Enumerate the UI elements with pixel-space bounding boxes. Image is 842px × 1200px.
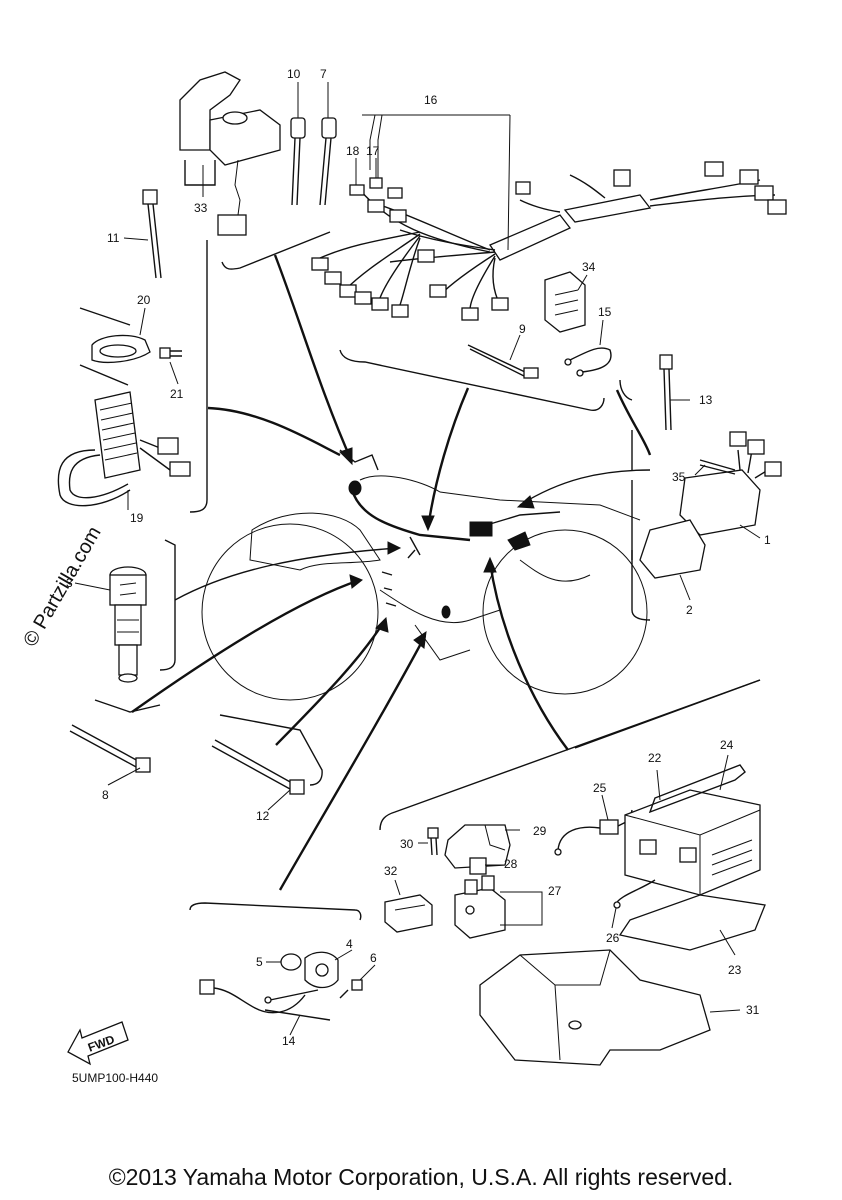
callout-16: 16: [424, 93, 438, 107]
part-35-band: [699, 459, 736, 475]
copyright-footer: ©2013 Yamaha Motor Corporation, U.S.A. A…: [109, 1164, 734, 1190]
part-26-cable: [613, 879, 656, 909]
callout-12: 12: [256, 809, 270, 823]
harness-on-bike: [339, 449, 561, 619]
callout-1: 1: [764, 533, 771, 547]
callout-15: 15: [598, 305, 612, 319]
callout-4: 4: [346, 937, 353, 951]
part-14-lead-wire: [199, 979, 331, 1021]
callout-6: 6: [370, 951, 377, 965]
callout-14: 14: [282, 1034, 296, 1048]
part-10-band: [290, 117, 306, 206]
callout-numbers: 1 2 3 4 5 6 7 8 9 10 11 12 13 14 15 16 1…: [66, 67, 771, 1048]
callout-18: 18: [346, 144, 360, 158]
part-25-lead-wire: [554, 809, 633, 856]
callout-10: 10: [287, 67, 301, 81]
callout-29: 29: [533, 824, 547, 838]
callout-2: 2: [686, 603, 693, 617]
callout-22: 22: [648, 751, 662, 765]
part-20-bracket: [79, 307, 151, 386]
part-29-cover: [444, 824, 511, 869]
callout-leaders: [74, 82, 761, 1036]
callout-11: 11: [107, 231, 120, 245]
part-11-band: [142, 189, 162, 279]
part-19-rectifier: [57, 391, 191, 507]
callout-33: 33: [194, 201, 208, 215]
part-2-ecu-cover: [639, 519, 706, 579]
callout-24: 24: [720, 738, 734, 752]
callout-30: 30: [400, 837, 414, 851]
part-15-lead-wire: [564, 347, 612, 377]
callout-19: 19: [130, 511, 144, 525]
part-16-wire-harness: [311, 161, 787, 321]
callout-23: 23: [728, 963, 742, 977]
part-30-bolt: [427, 827, 439, 856]
part-3-ignition-coil: [109, 566, 147, 683]
part-28-fuse: [469, 857, 487, 875]
callout-9: 9: [519, 322, 526, 336]
callout-34: 34: [582, 260, 596, 274]
callout-3: 3: [66, 576, 73, 590]
part-33-bracket-relay: [179, 71, 281, 236]
callout-8: 8: [102, 788, 109, 802]
callout-5: 5: [256, 955, 263, 969]
callout-17: 17: [366, 144, 380, 158]
callout-20: 20: [137, 293, 151, 307]
motorcycle-outline: [201, 475, 648, 701]
part-12-band: [211, 739, 305, 795]
part-34-connector: [544, 271, 586, 333]
part-9-band: [467, 344, 539, 379]
part-1-ecu: [679, 431, 782, 536]
callout-13: 13: [699, 393, 713, 407]
fwd-arrow-icon: FWD: [67, 1021, 129, 1066]
part-27-starter-relay: [454, 875, 506, 939]
callout-27: 27: [548, 884, 562, 898]
callout-28: 28: [504, 857, 518, 871]
part-7-band: [319, 117, 337, 206]
part-4-sensor: [304, 951, 339, 989]
callout-26: 26: [606, 931, 620, 945]
callout-7: 7: [320, 67, 327, 81]
part-23-battery-plate: [618, 894, 766, 951]
callout-31: 31: [746, 1003, 760, 1017]
callout-32: 32: [384, 864, 398, 878]
diagram-code: 5UMP100-H440: [72, 1071, 158, 1085]
part-22-battery: [624, 789, 761, 896]
part-32-fuse-box: [384, 894, 433, 933]
part-6-bolt: [339, 979, 363, 999]
part-5-o-ring: [280, 953, 302, 971]
callout-25: 25: [593, 781, 607, 795]
callout-21: 21: [170, 387, 184, 401]
part-13-band: [659, 354, 673, 431]
part-8-band: [69, 724, 151, 773]
grouping-brackets: [94, 231, 761, 921]
part-31-battery-case: [479, 949, 711, 1066]
callout-35: 35: [672, 470, 686, 484]
part-21-bolt: [159, 347, 182, 359]
